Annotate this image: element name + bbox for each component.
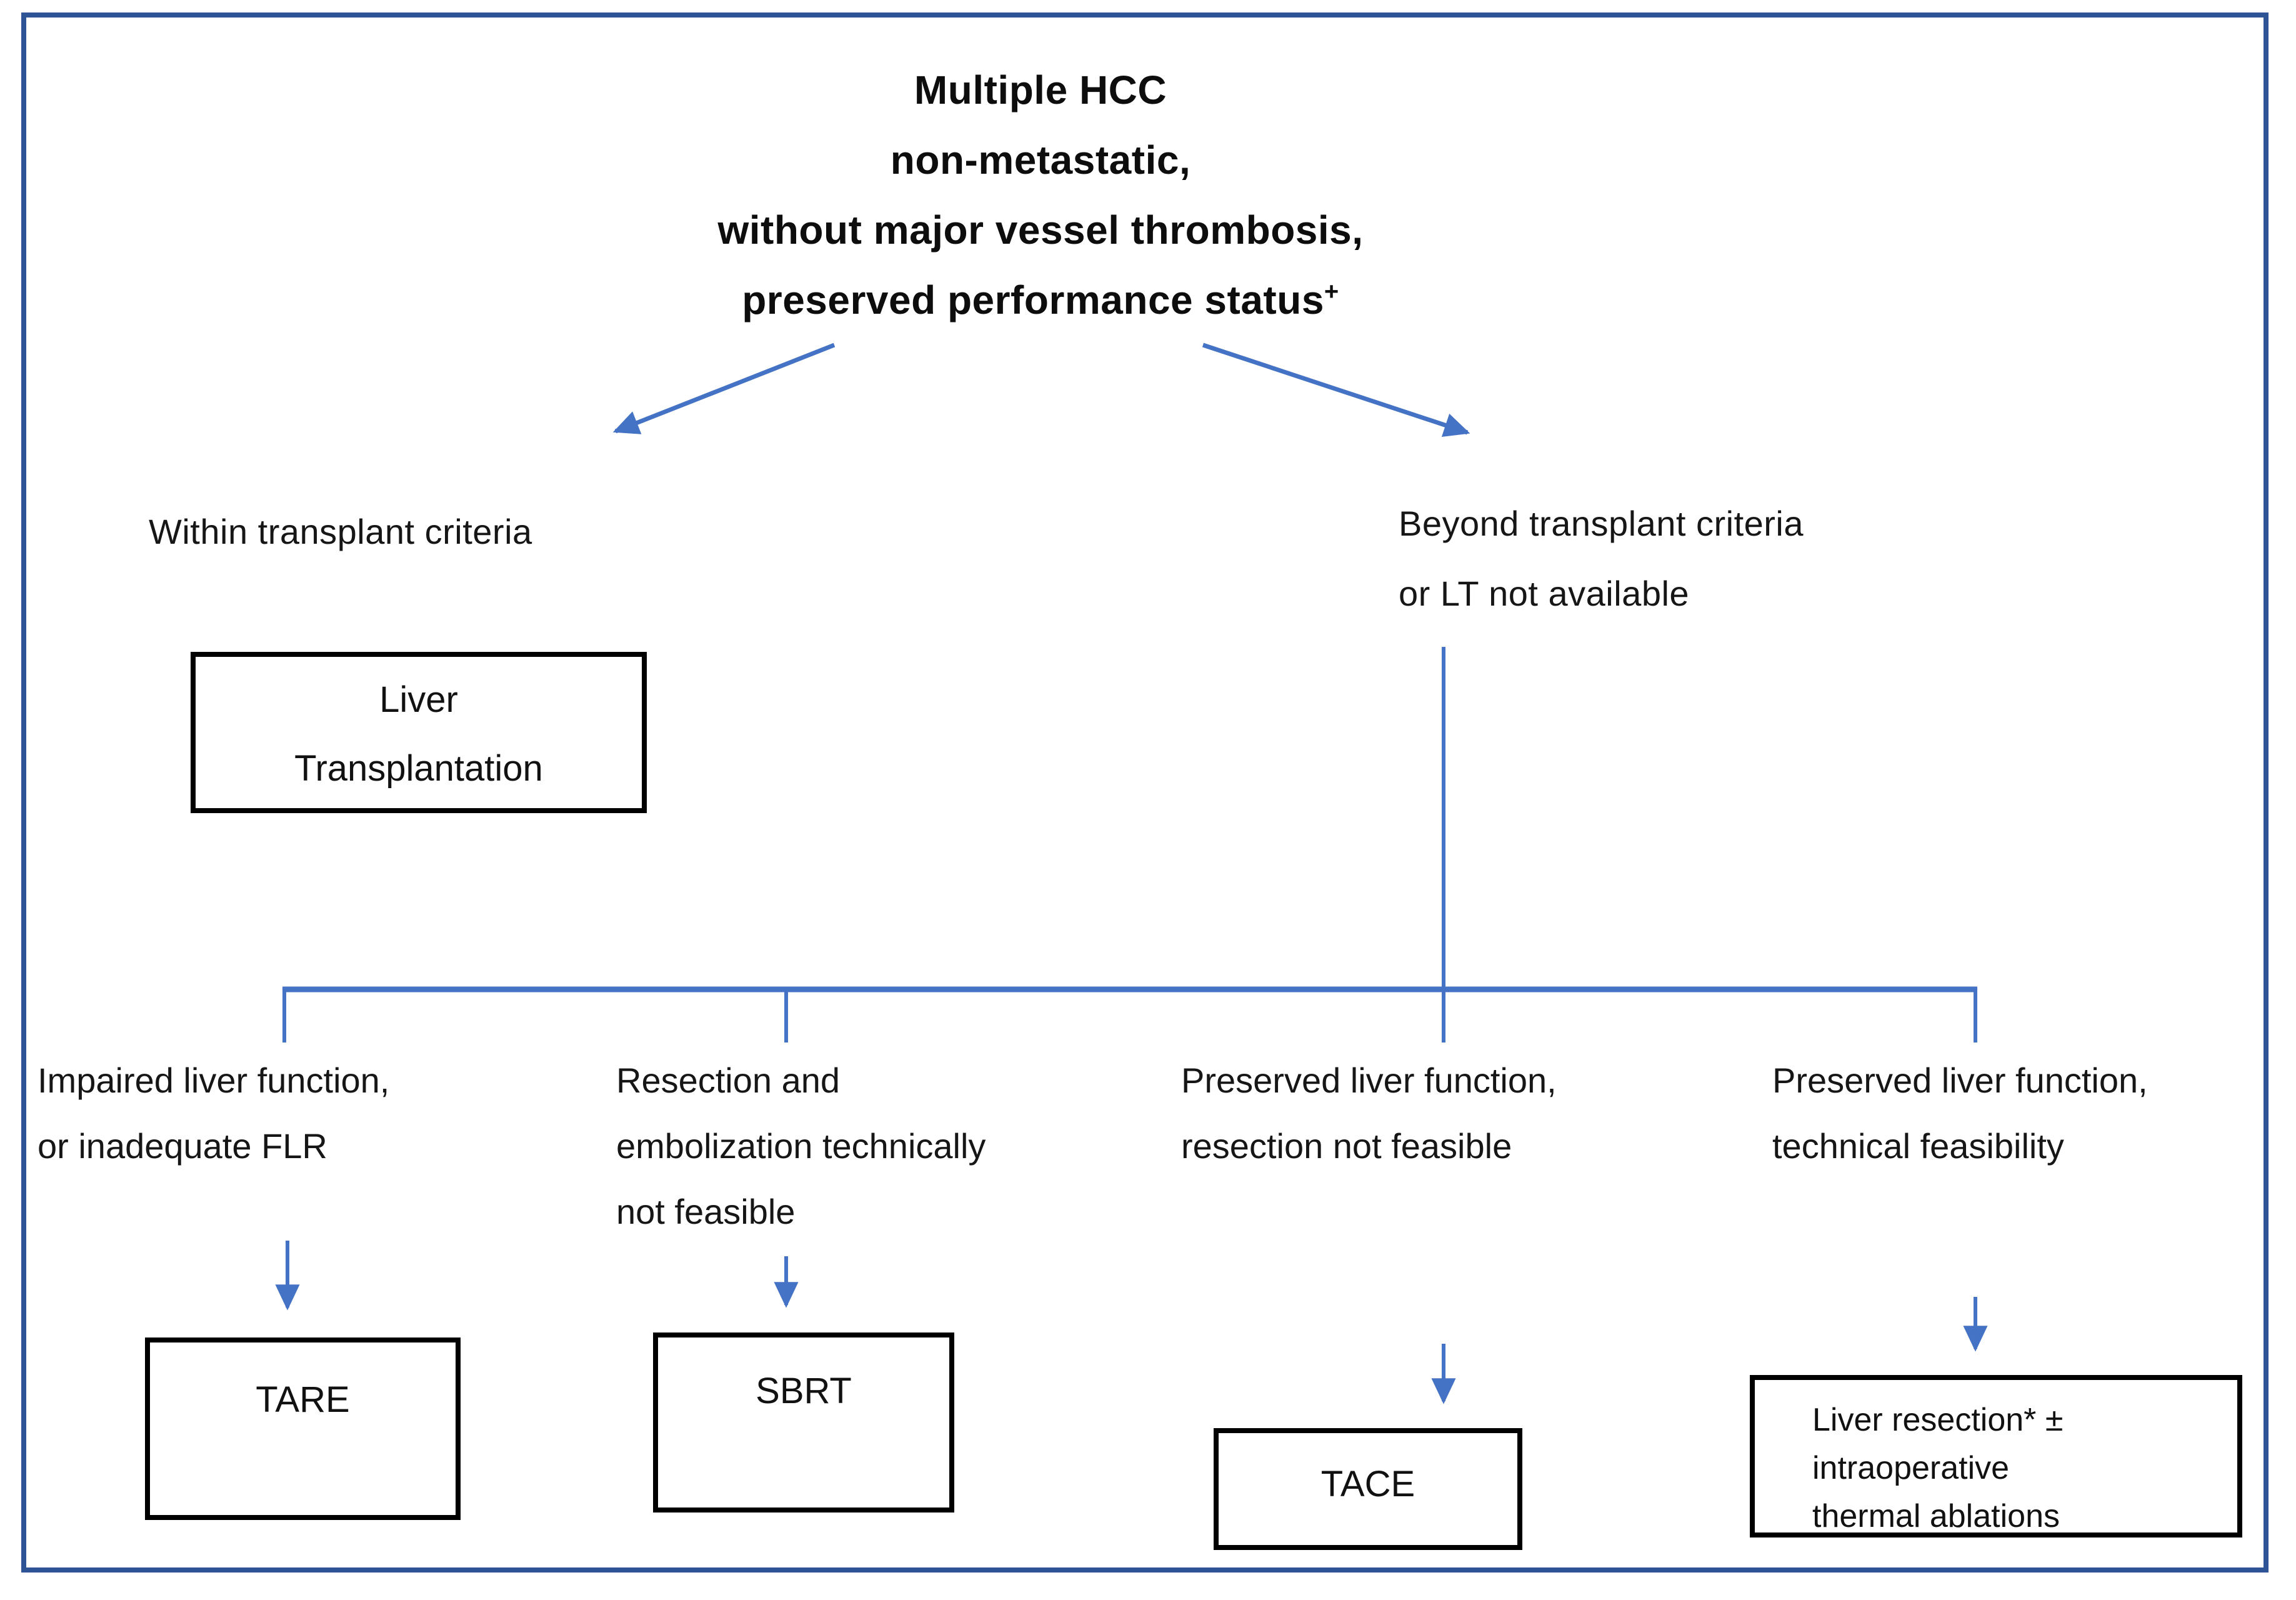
root-title-superscript: + (1324, 278, 1339, 306)
condition-2-line-2: embolization technically (616, 1126, 986, 1166)
root-title-line-2: non-metastatic, (890, 138, 1191, 182)
diagram-outer-frame (21, 12, 2269, 1572)
tare-label: TARE (256, 1379, 350, 1420)
root-title-line-3: without major vessel thrombosis, (717, 208, 1364, 252)
sbrt-box: SBRT (653, 1332, 954, 1512)
condition-4-line-1: Preserved liver function, (1772, 1061, 2148, 1100)
condition-1-line-2: or inadequate FLR (37, 1126, 327, 1166)
condition-impaired-liver-function: Impaired liver function, or inadequate F… (37, 1048, 389, 1179)
condition-preserved-liver-resection-not-feasible: Preserved liver function, resection not … (1181, 1048, 1557, 1179)
lt-box-line-1: Liver (379, 679, 458, 720)
tace-box: TACE (1214, 1428, 1522, 1550)
root-node-title: Multiple HCC non-metastatic, without maj… (562, 55, 1519, 335)
lt-box-line-2: Transplantation (294, 748, 543, 789)
liver-resection-box: Liver resection* ± intraoperative therma… (1750, 1375, 2242, 1538)
beyond-label-line-1: Beyond transplant criteria (1399, 504, 1804, 543)
condition-1-line-1: Impaired liver function, (37, 1061, 390, 1100)
tare-box: TARE (145, 1338, 461, 1520)
tace-label: TACE (1320, 1464, 1415, 1504)
arrow-to-right-branch (1202, 342, 1470, 437)
resection-box-line-3: thermal ablations (1812, 1498, 2060, 1534)
root-title-line-1: Multiple HCC (914, 68, 1167, 112)
arrow-to-left-branch (612, 342, 836, 434)
beyond-label-line-2: or LT not available (1399, 574, 1690, 613)
root-title-line-4: preserved performance status+ (742, 278, 1339, 322)
liver-transplantation-box: Liver Transplantation (191, 652, 647, 813)
resection-box-line-2: intraoperative (1812, 1450, 2010, 1486)
label-beyond-transplant-criteria: Beyond transplant criteria or LT not ava… (1399, 489, 1804, 629)
condition-3-line-2: resection not feasible (1181, 1126, 1512, 1166)
condition-4-line-2: technical feasibility (1772, 1126, 2064, 1166)
condition-preserved-liver-technical-feasibility: Preserved liver function, technical feas… (1772, 1048, 2148, 1179)
condition-2-line-1: Resection and (616, 1061, 841, 1100)
label-within-transplant-criteria: Within transplant criteria (149, 512, 532, 551)
condition-resection-embolization-not-feasible: Resection and embolization technically n… (616, 1048, 986, 1244)
resection-box-line-1: Liver resection* ± (1812, 1402, 2064, 1438)
condition-2-line-3: not feasible (616, 1192, 796, 1231)
sbrt-label: SBRT (756, 1371, 852, 1411)
condition-3-line-1: Preserved liver function, (1181, 1061, 1557, 1100)
